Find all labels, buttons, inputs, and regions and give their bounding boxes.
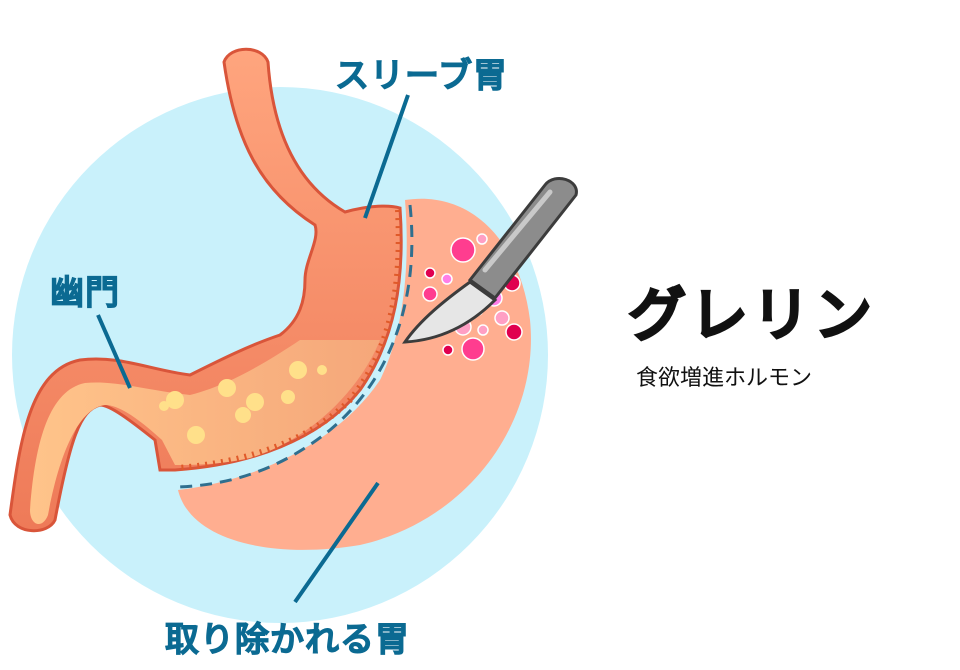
fat-dots [159, 361, 327, 444]
removed-stomach [178, 198, 531, 550]
hormone-description: 食欲増進ホルモン [636, 366, 813, 391]
pylorus-section [30, 340, 380, 525]
label-pylorus: 幽門 [50, 273, 120, 314]
label-removed-stomach: 取り除かれる胃 [165, 620, 410, 661]
leader-lines [96, 94, 410, 604]
hormone-name: グレリン [627, 280, 877, 350]
scalpel-icon [402, 177, 578, 344]
label-sleeve-stomach: スリーブ胃 [335, 56, 508, 97]
staple-line [177, 209, 402, 471]
